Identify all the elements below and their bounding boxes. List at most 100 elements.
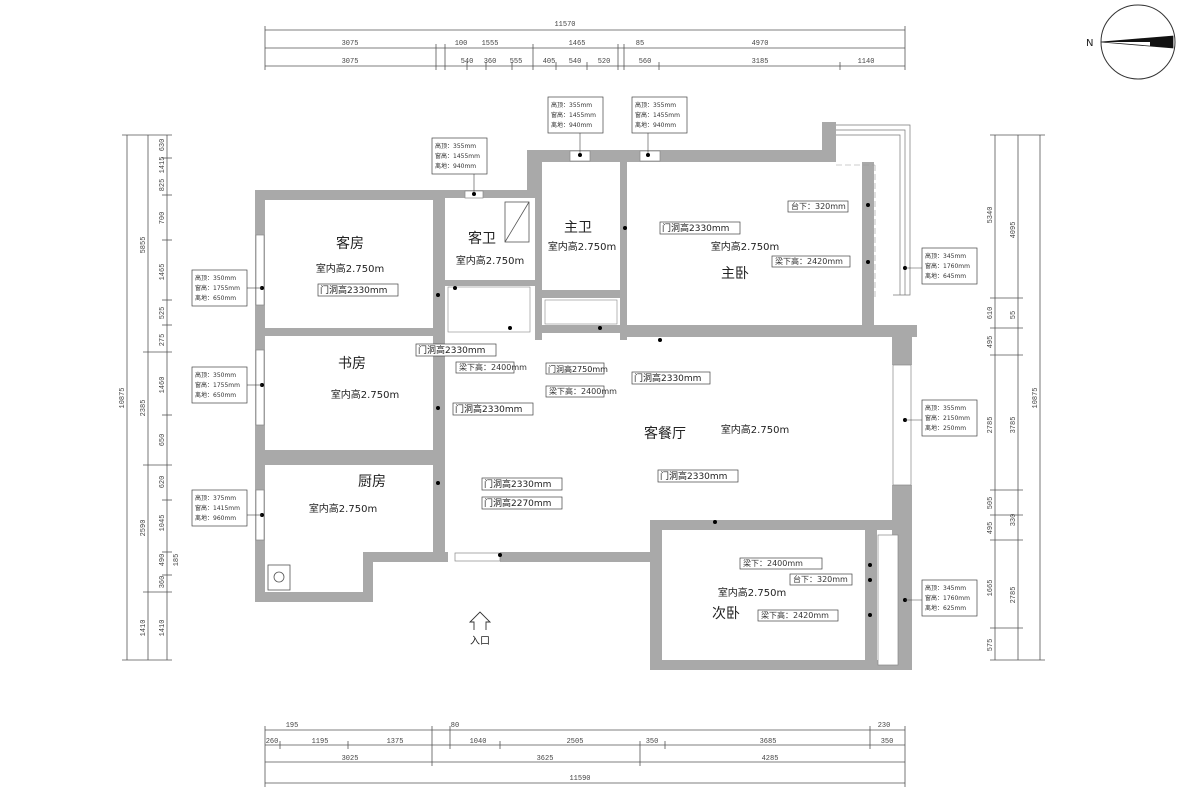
top-dim: 85 — [636, 40, 644, 48]
window-note-line: 高顶：345mm — [925, 252, 966, 260]
top-dim: 1555 — [482, 40, 499, 48]
bottom-dim: 195 — [286, 722, 299, 730]
window-note-line: 离地：650mm — [195, 294, 236, 302]
left-dim: 5855 — [140, 237, 148, 254]
top-dim: 1465 — [569, 40, 586, 48]
label-door-entry: 门洞高2270mm — [484, 497, 551, 509]
room-height-guest-bath: 室内高2.750m — [456, 254, 524, 267]
top-dim: 3185 — [752, 58, 769, 66]
room-height-master-bed: 室内高2.750m — [711, 240, 779, 253]
left-dim: 2385 — [140, 400, 148, 417]
window-note: 高顶：350mm 窗高：1755mm 离地：650mm — [191, 269, 262, 307]
top-total-dim: 11570 — [554, 21, 575, 29]
window-note: 高顶：345mm 窗高：1760mm 离地：645mm — [905, 247, 978, 285]
left-dim: 620 — [159, 476, 167, 489]
window-note: 高顶：345mm 窗高：1760mm 离地：625mm — [905, 579, 978, 617]
window-note-line: 离地：940mm — [435, 162, 476, 170]
right-dim: 610 — [987, 307, 995, 320]
label-beam-guest-bath: 梁下高：2400mm — [459, 362, 527, 372]
room-name-guest-bath: 客卫 — [468, 230, 496, 247]
window-note-line: 离地：960mm — [195, 514, 236, 522]
right-total-dim: 10875 — [1032, 387, 1040, 408]
right-dim: 1665 — [987, 580, 995, 597]
window-note-line: 窗高：1455mm — [551, 111, 596, 119]
room-name-second-bed: 次卧 — [712, 606, 740, 622]
window-note-line: 窗高：1455mm — [635, 111, 680, 119]
room-name-study: 书房 — [338, 356, 366, 372]
right-dim: 575 — [987, 639, 995, 652]
left-total-dim: 10875 — [119, 387, 127, 408]
window-note-line: 窗高：1755mm — [195, 284, 240, 292]
left-dim: 1460 — [159, 377, 167, 394]
left-dim: 2590 — [140, 520, 148, 537]
bottom-dim: 3625 — [537, 755, 554, 763]
bottom-dim: 350 — [881, 738, 894, 746]
bottom-dim: 1375 — [387, 738, 404, 746]
window-note: 高顶：355mm 窗高：1455mm 离地：940mm — [547, 96, 604, 153]
window-note-line: 离地：625mm — [925, 604, 966, 612]
room-height-study: 室内高2.750m — [331, 388, 399, 401]
left-dim: 1045 — [159, 515, 167, 532]
room-name-kitchen: 厨房 — [358, 474, 386, 490]
window-note: 高顶：350mm 窗高：1755mm 离地：650mm — [191, 366, 262, 404]
room-labels: 客房 室内高2.750m 客卫 室内高2.750m 主卫 室内高2.750m 室… — [309, 220, 789, 622]
top-dim: 540 — [569, 58, 582, 66]
bottom-dim: 80 — [451, 722, 459, 730]
bottom-dim: 260 — [266, 738, 279, 746]
entrance-label: 入口 — [470, 636, 490, 647]
left-dim: 630 — [159, 139, 167, 152]
top-dim: 555 — [510, 58, 523, 66]
window-note-line: 离地：645mm — [925, 272, 966, 280]
right-dim: 2785 — [987, 417, 995, 434]
window-note-line: 高顶：345mm — [925, 584, 966, 592]
right-dim: 3785 — [1010, 417, 1018, 434]
room-name-master-bed: 主卧 — [721, 266, 749, 282]
window-note-line: 高顶：355mm — [635, 101, 676, 109]
window-note-line: 离地：250mm — [925, 424, 966, 432]
room-name-master-bath: 主卫 — [564, 220, 592, 236]
label-beam-second-b: 梁下高：2420mm — [761, 610, 829, 620]
room-height-second-bed: 室内高2.750m — [718, 586, 786, 599]
left-dim: 650 — [159, 434, 167, 447]
window-note-line: 离地：940mm — [551, 121, 592, 129]
left-dim: 1410 — [159, 620, 167, 637]
compass-label: N — [1086, 38, 1093, 49]
door-labels: 门洞高2330mm 门洞高2330mm 梁下高：2400mm 门洞高2750mm… — [317, 200, 853, 622]
window-note: 高顶：355mm 窗高：1455mm 离地：940mm — [631, 96, 688, 153]
bottom-dim: 1040 — [470, 738, 487, 746]
right-dim: 2785 — [1010, 587, 1018, 604]
window-note-line: 高顶：355mm — [435, 142, 476, 150]
left-dim: 275 — [159, 334, 167, 347]
top-dim: 360 — [484, 58, 497, 66]
window-note-line: 高顶：350mm — [195, 371, 236, 379]
label-door-master-bed: 门洞高2330mm — [634, 372, 701, 384]
top-dimensions: 11570 3075 100 1555 1465 85 4970 3075 54… — [264, 21, 906, 70]
top-dim: 540 — [461, 58, 474, 66]
room-name-guest-room: 客房 — [336, 235, 364, 252]
room-height-master-bath: 室内高2.750m — [548, 240, 616, 253]
window-note-line: 窗高：1755mm — [195, 381, 240, 389]
walls — [255, 122, 917, 670]
label-door-second-bed: 门洞高2330mm — [660, 470, 727, 482]
label-door-master-bed-inner: 门洞高2330mm — [662, 222, 729, 234]
window-note-line: 窗高：1760mm — [925, 594, 970, 602]
right-dim: 495 — [987, 336, 995, 349]
room-height-guest-room: 室内高2.750m — [316, 262, 384, 275]
bottom-dim: 1195 — [312, 738, 329, 746]
left-dim: 1465 — [159, 264, 167, 281]
left-dim: 700 — [159, 212, 167, 225]
window-note-line: 高顶：375mm — [195, 494, 236, 502]
top-dim: 1140 — [858, 58, 875, 66]
left-dim: 525 — [159, 307, 167, 320]
bottom-dimensions: 195 80 230 260 1195 1375 1040 2505 350 3… — [264, 722, 906, 787]
label-beam-master: 梁下高：2420mm — [775, 256, 843, 266]
right-dim: 330 — [1010, 514, 1018, 527]
window-note-line: 离地：650mm — [195, 391, 236, 399]
bottom-dim: 4285 — [762, 755, 779, 763]
entrance-marker: 入口 — [468, 611, 492, 647]
label-door-guest-bath: 门洞高2330mm — [418, 344, 485, 356]
bottom-dim: 3685 — [760, 738, 777, 746]
top-dim: 560 — [639, 58, 652, 66]
left-dimensions: 10875 5855 2385 2590 1410 630 1415 825 7… — [119, 134, 181, 661]
